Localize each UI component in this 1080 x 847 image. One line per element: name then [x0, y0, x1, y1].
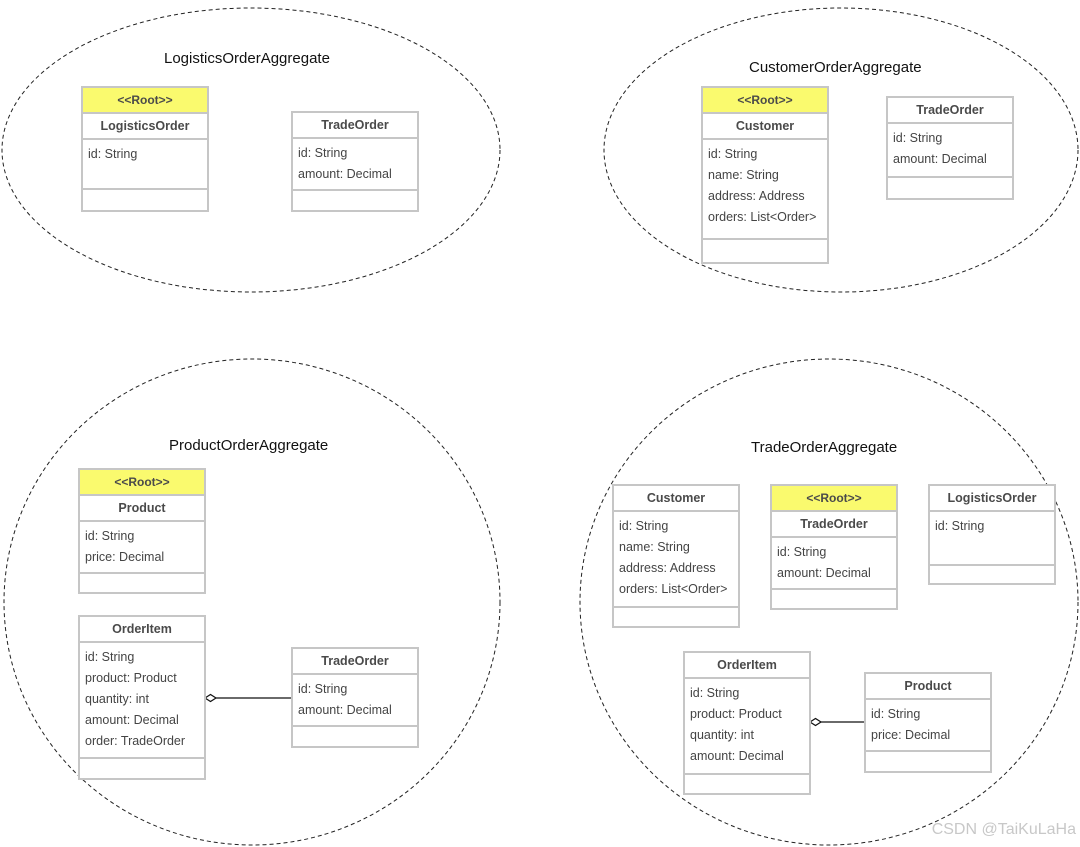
class-box-logistics-order[interactable]: LogisticsOrder id: String: [928, 484, 1056, 585]
aggregation-diamond-icon: [203, 693, 218, 703]
class-name: TradeOrder: [293, 649, 417, 675]
class-box-order-item[interactable]: OrderItem id: String product: Product qu…: [683, 651, 811, 795]
attribute: id: String: [777, 545, 827, 559]
attribute-compartment: id: String name: String address: Address…: [703, 140, 827, 240]
class-name: TradeOrder: [772, 512, 896, 538]
customer-aggregate-boundary: [603, 7, 1079, 293]
attribute-compartment: id: String price: Decimal: [866, 700, 990, 752]
attribute: product: Product: [85, 671, 177, 685]
class-name: Customer: [614, 486, 738, 512]
aggregation-diamond-icon: [808, 717, 823, 727]
attribute-compartment: id: String name: String address: Address…: [614, 512, 738, 608]
root-stereotype: <<Root>>: [703, 88, 827, 114]
class-box-trade-order[interactable]: TradeOrder id: String amount: Decimal: [291, 647, 419, 748]
attribute-compartment: id: String amount: Decimal: [293, 139, 417, 191]
attribute: amount: Decimal: [777, 566, 871, 580]
class-box-order-item[interactable]: OrderItem id: String product: Product qu…: [78, 615, 206, 780]
attribute: orders: List<Order>: [708, 210, 817, 224]
attribute: id: String: [935, 519, 985, 533]
attribute: amount: Decimal: [298, 703, 392, 717]
logistics-aggregate-boundary: [1, 7, 501, 293]
root-stereotype: <<Root>>: [83, 88, 207, 114]
attribute: amount: Decimal: [298, 167, 392, 181]
attribute-compartment: id: String price: Decimal: [80, 522, 204, 574]
attribute: id: String: [893, 131, 943, 145]
watermark: CSDN @TaiKuLaHa: [931, 821, 1076, 838]
aggregate-title: TradeOrderAggregate: [751, 439, 898, 456]
attribute: product: Product: [690, 707, 782, 721]
attribute: id: String: [690, 686, 740, 700]
attribute: id: String: [619, 519, 669, 533]
attribute: address: Address: [619, 561, 716, 575]
attribute: id: String: [708, 147, 758, 161]
attribute-compartment: id: String amount: Decimal: [293, 675, 417, 727]
aggregate-title: ProductOrderAggregate: [169, 437, 329, 454]
attribute: address: Address: [708, 189, 805, 203]
attribute: id: String: [85, 529, 135, 543]
class-box-customer[interactable]: <<Root>> Customer id: String name: Strin…: [701, 86, 829, 264]
aggregate-title: CustomerOrderAggregate: [749, 59, 922, 76]
root-stereotype: <<Root>>: [772, 486, 896, 512]
attribute: orders: List<Order>: [619, 582, 728, 596]
attribute: amount: Decimal: [893, 152, 987, 166]
attribute: order: TradeOrder: [85, 734, 186, 748]
class-name: LogisticsOrder: [83, 114, 207, 140]
class-name: Product: [866, 674, 990, 700]
attribute: id: String: [298, 146, 348, 160]
class-box-product[interactable]: <<Root>> Product id: String price: Decim…: [78, 468, 206, 594]
attribute-compartment: id: String amount: Decimal: [772, 538, 896, 590]
class-name: LogisticsOrder: [930, 486, 1054, 512]
class-box-product[interactable]: Product id: String price: Decimal: [864, 672, 992, 773]
class-box-logistics-order[interactable]: <<Root>> LogisticsOrder id: String: [81, 86, 209, 212]
class-box-trade-order[interactable]: TradeOrder id: String amount: Decimal: [291, 111, 419, 212]
attribute: id: String: [298, 682, 348, 696]
attribute: price: Decimal: [871, 728, 951, 742]
attribute: name: String: [708, 168, 779, 182]
attribute: quantity: int: [85, 692, 149, 706]
class-name: TradeOrder: [888, 98, 1012, 124]
attribute: amount: Decimal: [85, 713, 179, 727]
attribute-compartment: id: String amount: Decimal: [888, 124, 1012, 178]
class-box-customer[interactable]: Customer id: String name: String address…: [612, 484, 740, 628]
class-name: Customer: [703, 114, 827, 140]
attribute: price: Decimal: [85, 550, 165, 564]
class-box-trade-order[interactable]: <<Root>> TradeOrder id: String amount: D…: [770, 484, 898, 610]
product-aggregate-boundary: [3, 358, 501, 846]
trade-aggregate-boundary: [579, 358, 1079, 846]
attribute-compartment: id: String: [83, 140, 207, 190]
root-stereotype: <<Root>>: [80, 470, 204, 496]
attribute: amount: Decimal: [690, 749, 784, 763]
class-name: OrderItem: [685, 653, 809, 679]
attribute: id: String: [85, 650, 135, 664]
aggregate-title: LogisticsOrderAggregate: [164, 50, 330, 67]
attribute: quantity: int: [690, 728, 754, 742]
class-name: OrderItem: [80, 617, 204, 643]
attribute: name: String: [619, 540, 690, 554]
attribute: id: String: [88, 147, 138, 161]
attribute-compartment: id: String product: Product quantity: in…: [80, 643, 204, 759]
attribute: id: String: [871, 707, 921, 721]
class-name: TradeOrder: [293, 113, 417, 139]
attribute-compartment: id: String: [930, 512, 1054, 566]
class-box-trade-order[interactable]: TradeOrder id: String amount: Decimal: [886, 96, 1014, 200]
attribute-compartment: id: String product: Product quantity: in…: [685, 679, 809, 775]
class-name: Product: [80, 496, 204, 522]
